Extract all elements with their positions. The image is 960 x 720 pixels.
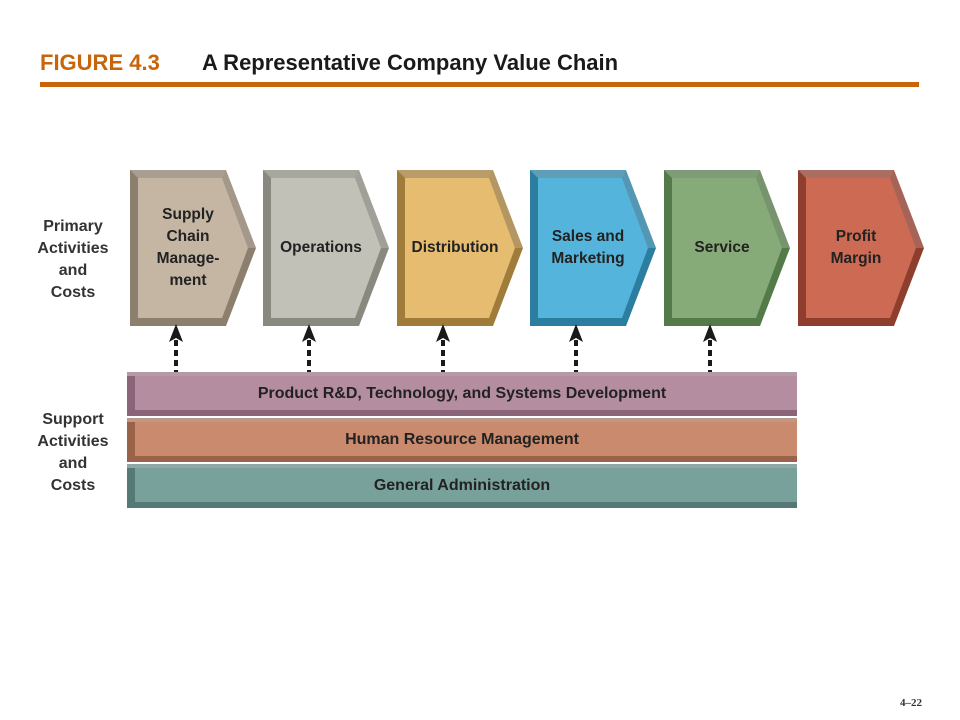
primary-activity-6: Profit Margin [798,170,928,326]
chevron-shape [263,170,389,326]
primary-activity-label: Supply Chain Manage- ment [156,206,220,289]
dashed-up-arrow-icon [569,324,583,372]
dashed-up-arrow-icon [302,324,316,372]
primary-activities-label: Primary Activities and Costs [28,216,118,304]
support-activity-1: Product R&D, Technology, and Systems Dev… [127,372,797,416]
figure-header: FIGURE 4.3 A Representative Company Valu… [40,50,920,80]
dashed-up-arrow-icon [436,324,450,372]
primary-activity-label: Sales and Marketing [551,228,625,267]
primary-activity-label: Distribution [411,239,499,256]
figure-label: FIGURE 4.3 [40,50,160,75]
chevron-shape [397,170,523,326]
page-number: 4–22 [900,697,922,709]
chevron-shape [530,170,656,326]
support-activity-3: General Administration [127,464,797,508]
support-activities-text: Support Activities and Costs [37,411,109,494]
primary-activity-1: Supply Chain Manage- ment [130,170,260,326]
chevron-shape [664,170,790,326]
figure-title: A Representative Company Value Chain [202,50,619,75]
support-activity-label: Human Resource Management [345,431,579,448]
support-bar-shape [127,372,797,416]
support-bar-shape [127,464,797,508]
primary-activity-label: Profit Margin [830,228,882,267]
primary-activity-4: Sales and Marketing [530,170,660,326]
primary-activity-label: Service [694,239,750,256]
support-activity-label: Product R&D, Technology, and Systems Dev… [257,385,667,402]
support-activity-label: General Administration [373,477,551,494]
support-activity-2: Human Resource Management [127,418,797,462]
chevron-shape [130,170,256,326]
title-divider [40,82,919,87]
support-activities-label: Support Activities and Costs [28,409,118,497]
primary-activity-label: Operations [280,239,362,256]
primary-activity-2: Operations [263,170,393,326]
primary-activities-text: Primary Activities and Costs [37,218,109,301]
support-bar-shape [127,418,797,462]
primary-activity-3: Distribution [397,170,527,326]
dashed-up-arrow-icon [169,324,183,372]
primary-activity-5: Service [664,170,794,326]
dashed-up-arrow-icon [703,324,717,372]
chevron-shape [798,170,924,326]
